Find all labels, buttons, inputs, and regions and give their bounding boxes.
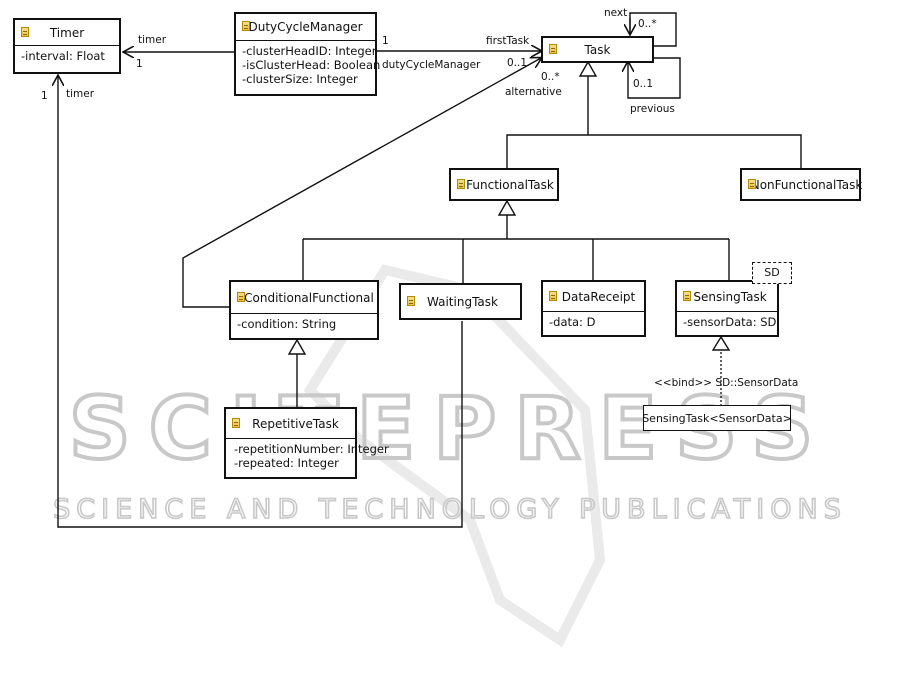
- class-timer[interactable]: Timer -interval: Float: [13, 18, 121, 74]
- class-icon: [242, 21, 250, 31]
- conditional-attrs: -condition: String: [231, 314, 377, 334]
- class-icon: [549, 290, 557, 301]
- conditional-header: ConditionalFunctional: [231, 282, 377, 314]
- alternative-multiplicity: 0..*: [541, 71, 560, 83]
- sensing-bind-triangle: [711, 335, 731, 351]
- task-header: Task: [543, 38, 652, 61]
- next-label: next: [604, 7, 628, 19]
- next-multiplicity: 0..*: [638, 18, 657, 30]
- bind-label: <<bind>> SD::SensorData: [654, 377, 799, 389]
- timer-header: Timer: [15, 20, 119, 46]
- template-parameter-label: SD: [764, 266, 780, 279]
- watermark-sub: SCIENCE AND TECHNOLOGY PUBLICATIONS: [53, 494, 847, 525]
- repetitive-name: RepetitiveTask: [252, 416, 339, 431]
- class-data-receipt[interactable]: DataReceipt -data: D: [541, 280, 646, 337]
- datareceipt-attr: -data: D: [549, 315, 596, 329]
- class-icon: [457, 178, 465, 189]
- class-icon: [232, 417, 240, 428]
- datareceipt-name: DataReceipt: [561, 289, 636, 304]
- alternative-label: alternative: [505, 86, 562, 98]
- duty-attrs: -clusterHeadID: Integer -isClusterHead: …: [236, 41, 381, 89]
- duty-cycle-manager-role: dutyCycleManager: [382, 59, 481, 71]
- functional-header: FunctionalTask: [451, 170, 557, 199]
- task-multiplicity: 0..1: [507, 57, 528, 69]
- class-icon: [748, 178, 756, 189]
- functional-name: FunctionalTask: [466, 177, 554, 192]
- duty-multiplicity: 1: [382, 35, 389, 47]
- timer-attr: -interval: Float: [21, 49, 105, 63]
- repetitive-header: RepetitiveTask: [226, 409, 355, 439]
- duty-attr: -isClusterHead: Boolean: [242, 58, 381, 72]
- conditional-attr: -condition: String: [237, 317, 337, 331]
- first-task-label: firstTask: [486, 35, 530, 47]
- sensing-attr: -sensorData: SD: [683, 315, 777, 329]
- functional-gen-triangle: [497, 199, 517, 216]
- duty-name: DutyCycleManager: [248, 20, 363, 34]
- class-functional-task[interactable]: FunctionalTask: [449, 168, 559, 201]
- timer-multiplicity-left: 1: [41, 90, 48, 102]
- class-bound-sensing-task[interactable]: SensingTask<SensorData>: [642, 405, 792, 431]
- class-nonfunctional-task[interactable]: NonFunctionalTask: [740, 168, 862, 201]
- timer-attrs: -interval: Float: [15, 46, 119, 66]
- class-repetitive-task[interactable]: RepetitiveTask -repetitionNumber: Intege…: [224, 407, 389, 479]
- class-waiting-task[interactable]: WaitingTask: [399, 283, 522, 320]
- timer-role-label: timer: [138, 34, 167, 46]
- waiting-name: WaitingTask: [427, 294, 498, 309]
- task-gen-triangle: [578, 60, 598, 77]
- repetitive-attr: -repetitionNumber: Integer: [234, 442, 389, 456]
- sensing-name: SensingTask: [693, 289, 767, 304]
- sensing-header: SensingTask: [677, 282, 777, 312]
- sensing-attrs: -sensorData: SD: [677, 312, 777, 332]
- class-icon: [407, 295, 415, 306]
- class-task[interactable]: Task: [541, 36, 654, 63]
- conditional-gen-triangle: [287, 338, 307, 355]
- class-icon: [683, 290, 691, 301]
- class-sensing-task[interactable]: SensingTask -sensorData: SD: [675, 280, 779, 337]
- duty-attr: -clusterSize: Integer: [242, 72, 358, 86]
- class-icon: [21, 26, 29, 37]
- conditional-name: ConditionalFunctional: [244, 290, 374, 305]
- waiting-header: WaitingTask: [401, 285, 520, 318]
- alternative-link: [182, 58, 541, 308]
- nonfunctional-header: NonFunctionalTask: [742, 170, 862, 199]
- datareceipt-attrs: -data: D: [543, 312, 644, 332]
- timer-multiplicity: 1: [136, 58, 143, 70]
- duty-header: DutyCycleManager: [236, 14, 375, 41]
- repetitive-attrs: -repetitionNumber: Integer -repeated: In…: [226, 439, 389, 473]
- waiting-timer-link: [58, 76, 463, 528]
- duty-attr: -clusterHeadID: Integer: [242, 44, 377, 58]
- task-gen-branches: [506, 134, 802, 168]
- class-icon: [549, 43, 557, 54]
- repetitive-attr: -repeated: Integer: [234, 456, 339, 470]
- class-conditional-functional[interactable]: ConditionalFunctional -condition: String: [229, 280, 379, 340]
- task-name: Task: [584, 42, 611, 57]
- nonfunctional-name: NonFunctionalTask: [750, 177, 863, 192]
- timer-name: Timer: [49, 25, 85, 40]
- timer-role-left-label: timer: [66, 88, 95, 100]
- datareceipt-header: DataReceipt: [543, 282, 644, 312]
- template-parameter[interactable]: SD: [752, 262, 792, 284]
- previous-multiplicity: 0..1: [633, 78, 654, 90]
- class-icon: [237, 291, 245, 302]
- class-duty-cycle-manager[interactable]: DutyCycleManager -clusterHeadID: Integer…: [234, 12, 381, 96]
- previous-loop: [628, 57, 681, 99]
- previous-label: previous: [630, 103, 675, 115]
- bound-class-name: SensingTask<SensorData>: [642, 411, 792, 425]
